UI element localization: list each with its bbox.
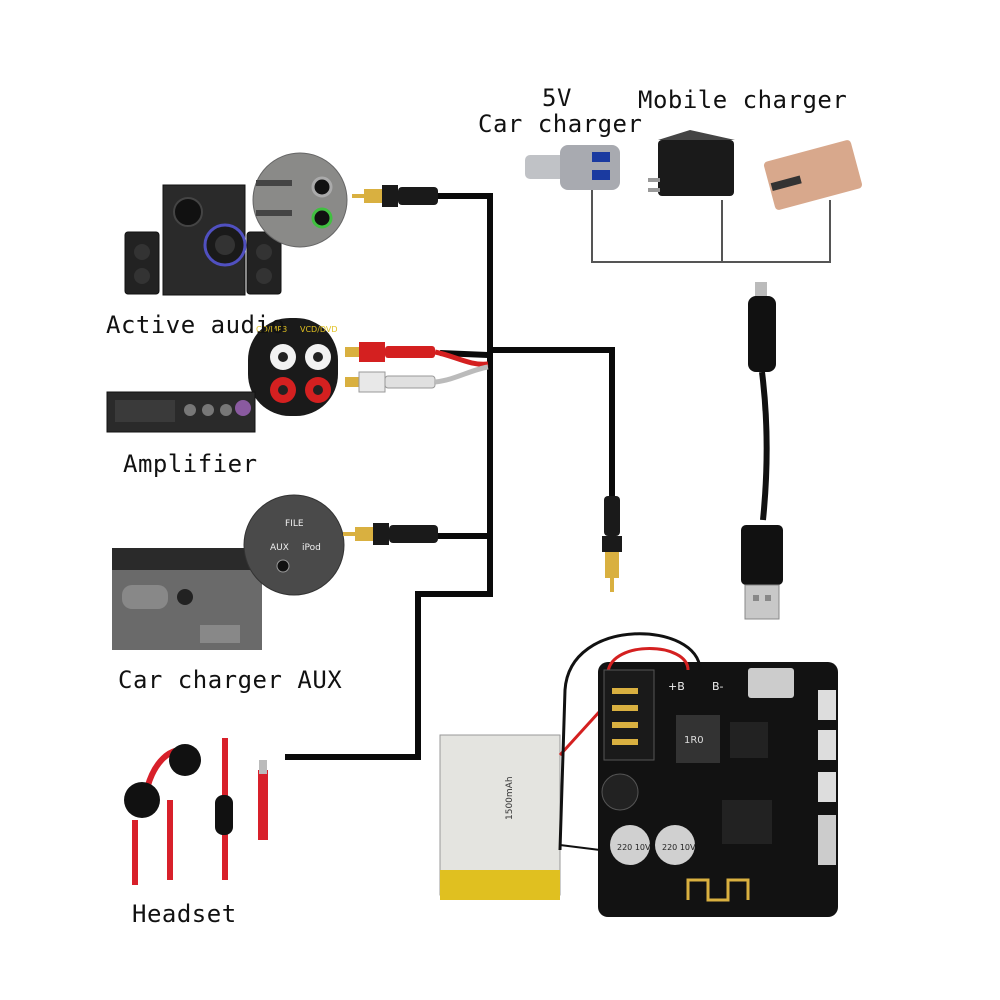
inductor-label: 1R0	[684, 735, 704, 746]
label-headset: Headset	[132, 900, 237, 928]
audio-plug-aux	[343, 523, 438, 545]
wall-charger-device	[648, 130, 735, 196]
label-active-audio: Active audio	[106, 311, 286, 339]
headset-device	[124, 738, 268, 885]
audio-plug-vertical	[602, 496, 622, 592]
board-plus-b: +B	[668, 680, 685, 693]
label-car-charger-aux: Car charger AUX	[118, 666, 343, 694]
label-mobile-charger: Mobile charger	[638, 86, 848, 114]
aux-zoom-aux: AUX	[270, 543, 289, 553]
audio-plug-top	[352, 185, 438, 207]
usb-cable	[741, 282, 783, 620]
cap-right-label: 220 10V	[662, 843, 696, 852]
aux-zoom-file: FILE	[285, 519, 304, 529]
rca-jack-zoom: CD/MP3 VCD/DVD	[248, 318, 338, 416]
board-minus-b: B-	[712, 680, 724, 693]
amplifier-device	[106, 391, 256, 433]
car-charger-device	[525, 145, 620, 190]
aux-jack-zoom: FILE AUX iPod	[243, 494, 345, 596]
label-5v: 5V	[542, 84, 572, 112]
label-amplifier: Amplifier	[123, 450, 258, 478]
charger-lines	[591, 190, 831, 263]
aux-zoom-ipod: iPod	[302, 543, 321, 553]
rca-plug-white	[345, 364, 489, 393]
power-bank-device	[763, 140, 863, 210]
battery-device: 1500mAh	[439, 698, 612, 900]
cap-left-label: 220 10V	[617, 843, 651, 852]
label-car-charger: Car charger	[478, 110, 643, 138]
car-aux-device	[112, 548, 262, 650]
speaker-jack-zoom	[252, 152, 348, 248]
battery-label: 1500mAh	[505, 776, 515, 820]
rca-plug-red	[345, 342, 489, 367]
bluetooth-board: +B B- 1R0 220 10V 220 10V	[558, 632, 838, 917]
rca-label-cd-mp3: CD/MP3	[256, 325, 287, 334]
active-audio-speakers	[124, 184, 282, 296]
rca-label-vcd-dvd: VCD/DVD	[300, 325, 338, 334]
